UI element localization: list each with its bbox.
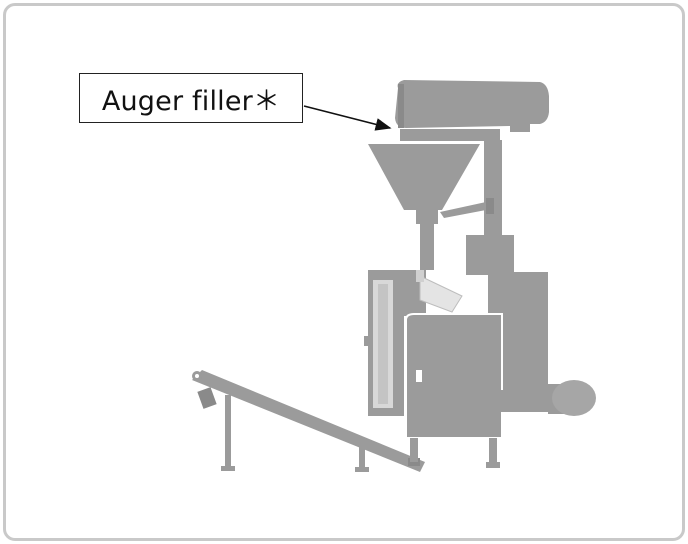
auger-filler-label: Auger filler＊ xyxy=(101,85,281,117)
callout-arrow xyxy=(303,105,392,131)
auger-filler-callout: Auger filler＊ xyxy=(79,73,303,123)
auger-filler xyxy=(368,80,549,270)
incline-conveyor xyxy=(192,370,425,472)
bagging-machine xyxy=(364,235,596,468)
